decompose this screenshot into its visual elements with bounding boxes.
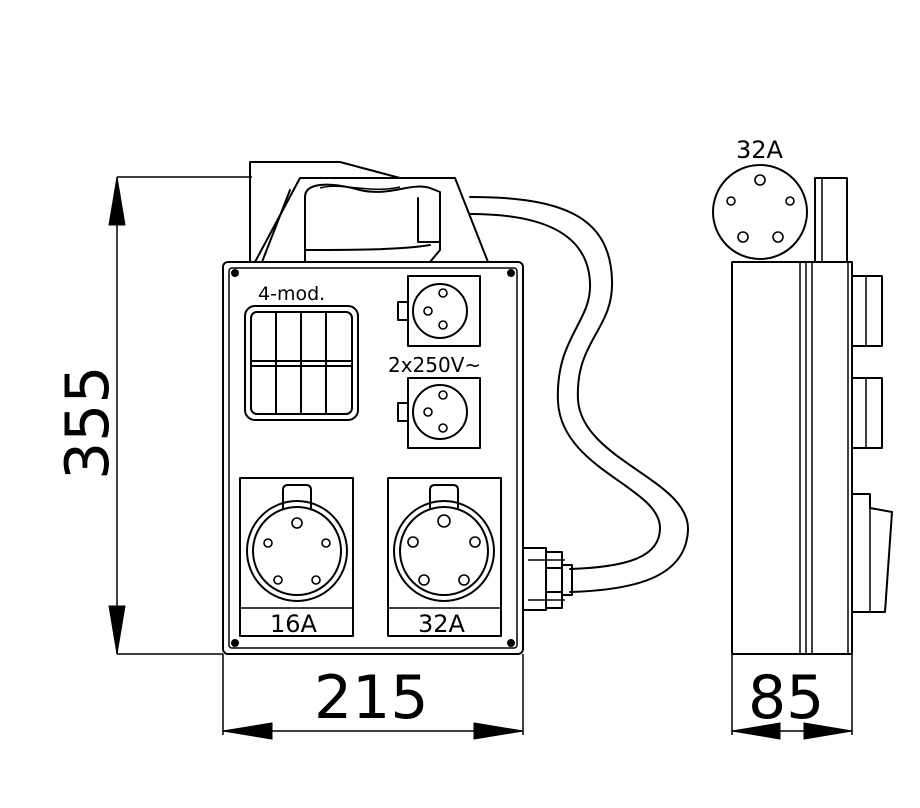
cable-glands	[522, 547, 573, 611]
width-dimension: 215	[222, 654, 524, 740]
cee-socket-16a	[239, 477, 354, 637]
depth-dimension: 85	[731, 654, 853, 740]
carry-handle	[249, 161, 489, 263]
side-socket-lids	[851, 275, 893, 613]
corner-screws	[231, 269, 515, 647]
side-view: 32A 85	[712, 136, 893, 740]
socket-16a-label: 16A	[270, 610, 318, 638]
modules-label: 4-mod.	[258, 283, 325, 305]
side-body	[731, 261, 853, 655]
cee-socket-32a	[387, 477, 502, 637]
front-view: 4-mod. 2x250V~	[53, 161, 690, 740]
side-plug-label: 32A	[736, 136, 784, 164]
height-dimension: 355	[53, 176, 252, 655]
breaker-window	[244, 305, 359, 421]
height-value: 355	[53, 365, 123, 480]
side-plug-32a	[712, 164, 808, 260]
schuko-socket-upper	[397, 275, 481, 347]
schuko-socket-lower	[397, 377, 481, 449]
enclosure-inner-edge	[228, 267, 518, 649]
depth-value: 85	[748, 663, 824, 733]
side-handle	[814, 177, 848, 263]
power-cable	[469, 196, 690, 593]
enclosure-body	[222, 261, 524, 655]
socket-32a-label: 32A	[418, 610, 466, 638]
width-value: 215	[314, 663, 429, 733]
voltage-label: 2x250V~	[388, 353, 481, 377]
